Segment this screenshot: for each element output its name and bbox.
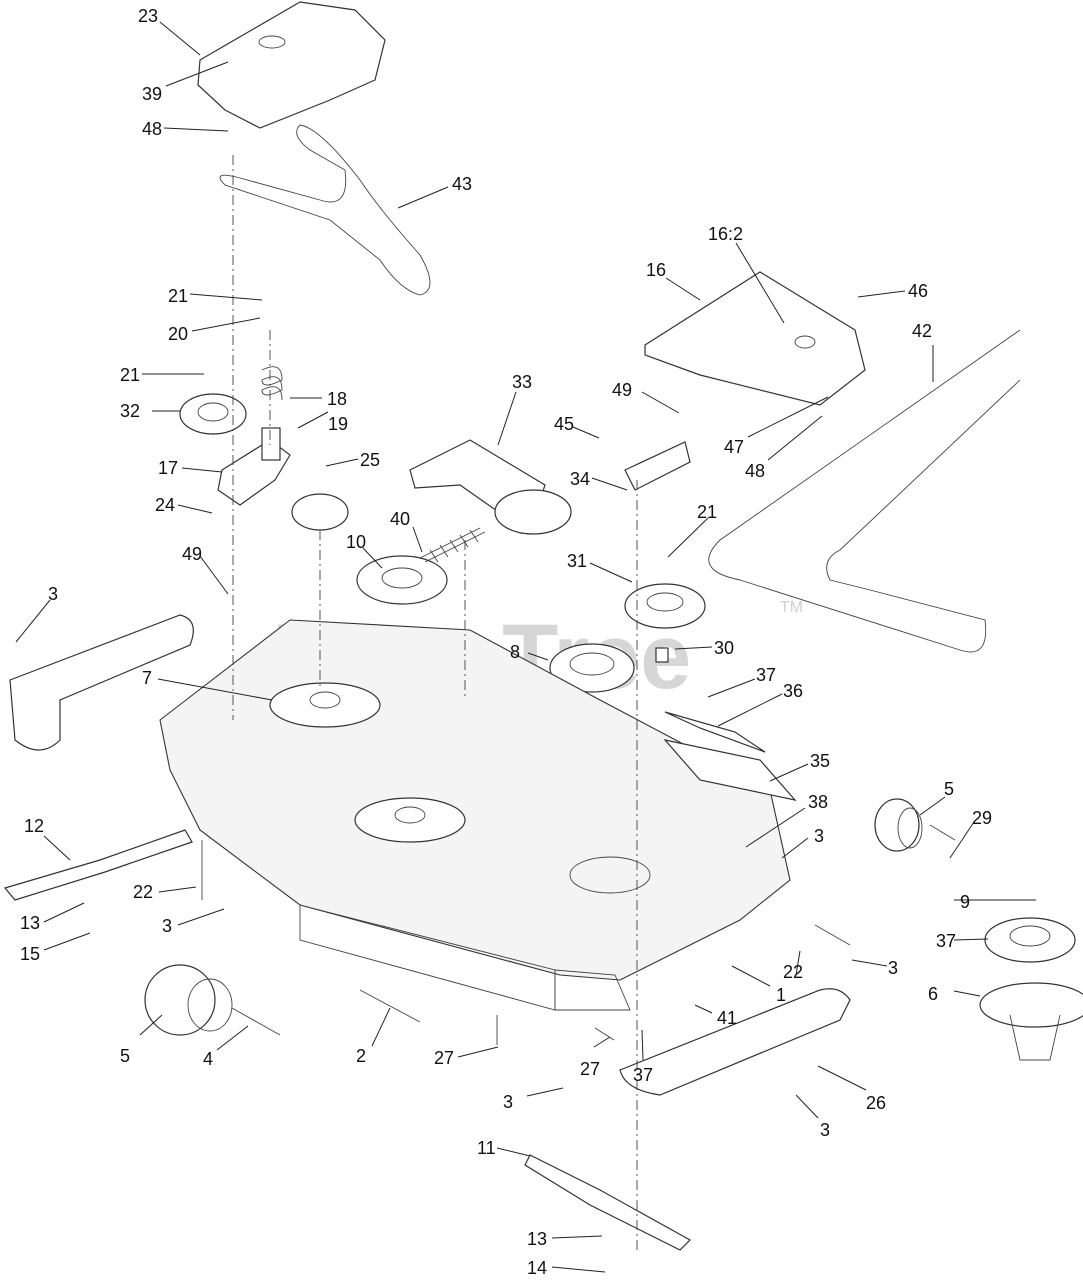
callout-11: 11 <box>477 1138 496 1158</box>
callout-38: 38 <box>808 792 828 812</box>
callout-13b: 13 <box>527 1229 547 1249</box>
callout-19: 19 <box>328 414 348 434</box>
callout-49b: 49 <box>182 544 202 564</box>
callout-40: 40 <box>390 509 410 529</box>
callout-6: 6 <box>928 984 938 1004</box>
callout-21c: 21 <box>697 502 717 522</box>
pin-29 <box>929 824 956 841</box>
callout-23: 23 <box>138 6 158 26</box>
callout-10: 10 <box>346 532 366 552</box>
callout-9: 37 <box>936 931 956 951</box>
callout-3b: 3 <box>814 826 824 846</box>
callout-43: 43 <box>452 174 472 194</box>
callout-22: 22 <box>133 882 153 902</box>
wheel-left[interactable] <box>144 964 216 1036</box>
pulley-31[interactable] <box>624 583 706 629</box>
belt-cover-part[interactable] <box>197 1 386 129</box>
callout-49: 49 <box>612 380 632 400</box>
right-bumper-part[interactable] <box>619 988 851 1096</box>
spring-part[interactable] <box>419 527 486 563</box>
callout-27b: 27 <box>580 1059 600 1079</box>
callout-15: 15 <box>20 944 40 964</box>
strip-35[interactable] <box>663 739 797 801</box>
callout-22b: 3 <box>888 958 898 978</box>
callout-3f: 3 <box>820 1120 830 1140</box>
callout-48: 48 <box>142 119 162 139</box>
callout-30: 30 <box>714 638 734 658</box>
pulley-small[interactable] <box>291 493 349 531</box>
callout-31: 31 <box>567 551 587 571</box>
callout-5: 5 <box>944 779 954 799</box>
callout-16: 16 <box>646 260 666 280</box>
drive-belt-part[interactable] <box>708 329 1021 653</box>
callout-36: 36 <box>783 681 803 701</box>
callout-21b: 21 <box>120 365 140 385</box>
pin-2 <box>359 989 421 1023</box>
callout-33: 33 <box>512 372 532 392</box>
spindle-7[interactable] <box>269 682 381 728</box>
callout-25: 25 <box>360 450 380 470</box>
callout-14: 14 <box>527 1258 547 1278</box>
callout-3c: 3 <box>162 916 172 936</box>
spindle-6[interactable] <box>979 982 1083 1028</box>
spacer-part[interactable] <box>655 647 669 663</box>
pin-22b <box>814 924 851 946</box>
pulley-10[interactable] <box>356 555 448 605</box>
callout-5b: 5 <box>120 1046 130 1066</box>
left-bumper-part[interactable] <box>9 614 194 751</box>
callout-47: 47 <box>724 437 744 457</box>
callout-2: 2 <box>356 1046 366 1066</box>
callout-3d: 9 <box>960 892 970 912</box>
callout-12: 12 <box>24 816 44 836</box>
callout-32: 32 <box>120 401 140 421</box>
callout-37b: 22 <box>783 962 803 982</box>
mower-belt-part[interactable] <box>219 124 431 296</box>
callout-3e: 3 <box>503 1092 513 1112</box>
blade-12[interactable] <box>3 829 193 901</box>
callout-45: 45 <box>554 414 574 434</box>
callout-46: 46 <box>908 281 928 301</box>
spindle-middle[interactable] <box>354 797 466 843</box>
callout-34: 34 <box>570 469 590 489</box>
watermark-trademark: TM <box>780 599 803 616</box>
callout-17: 17 <box>158 458 178 478</box>
callout-26: 26 <box>866 1093 886 1113</box>
callout-21: 21 <box>168 286 188 306</box>
wheel-right[interactable] <box>874 798 920 852</box>
callout-13: 13 <box>20 913 40 933</box>
deck-shell-part[interactable] <box>159 619 791 981</box>
callout-37: 37 <box>756 665 776 685</box>
pulley-8[interactable] <box>549 643 635 693</box>
callout-35: 35 <box>810 751 830 771</box>
callout-7: 7 <box>142 668 152 688</box>
blade-11[interactable] <box>524 1154 691 1251</box>
top-cover-part[interactable] <box>644 271 866 406</box>
bracket-part[interactable] <box>624 441 691 491</box>
callout-8: 8 <box>510 642 520 662</box>
callout-18: 18 <box>327 389 347 409</box>
callout-29: 29 <box>972 808 992 828</box>
strip-36[interactable] <box>664 711 766 753</box>
callout-27: 27 <box>434 1048 454 1068</box>
callout-42: 42 <box>912 321 932 341</box>
callout-20: 20 <box>168 324 188 344</box>
callout-37c: 37 <box>633 1065 653 1085</box>
pin-4 <box>231 1007 281 1036</box>
callout-24: 24 <box>155 495 175 515</box>
callout-4: 4 <box>203 1049 213 1069</box>
idler-pulley-32[interactable] <box>179 393 247 435</box>
callout-16-2: 16:2 <box>708 224 743 244</box>
pulley-9[interactable] <box>984 917 1076 963</box>
callout-48b: 48 <box>745 461 765 481</box>
callout-39: 39 <box>142 84 162 104</box>
callout-1: 1 <box>776 985 786 1005</box>
callouts: 23 39 48 43 21 20 21 32 18 19 17 25 24 1… <box>15 6 1036 1278</box>
callout-3: 3 <box>48 584 58 604</box>
callout-41: 41 <box>717 1008 737 1028</box>
